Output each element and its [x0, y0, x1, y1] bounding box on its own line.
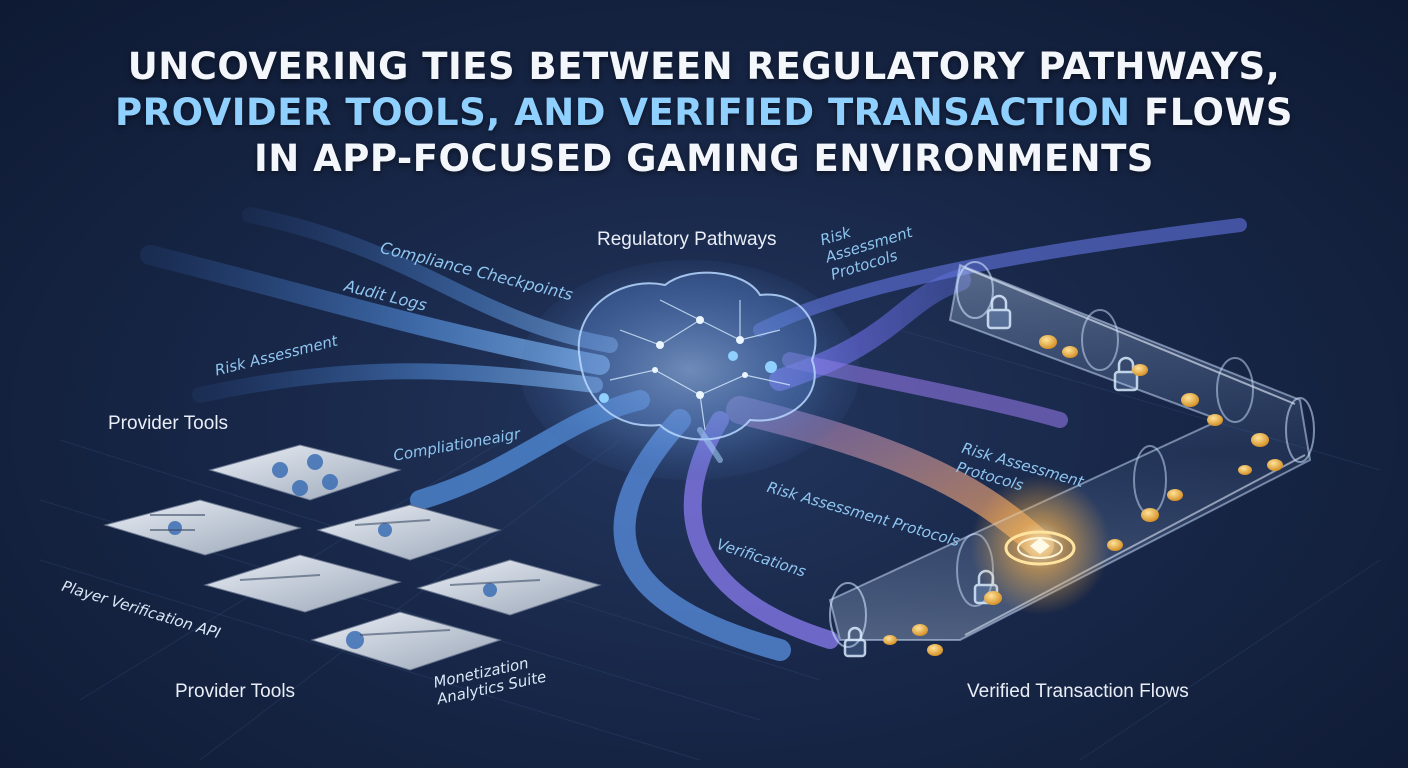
label-regulatory-pathways: Regulatory Pathways: [597, 229, 777, 250]
tile-row-1: [103, 444, 602, 671]
tool-tile: [416, 559, 602, 616]
tool-tile: [208, 444, 402, 501]
tile-text-lines: [150, 514, 541, 636]
verification-hub-glow: [970, 475, 1110, 615]
tool-tile: [316, 504, 502, 561]
brain-network-icon: [520, 260, 860, 480]
tool-tile: [310, 611, 502, 671]
label-provider-tools-bottom: Provider Tools: [175, 681, 296, 702]
page-title: UNCOVERING TIES BETWEEN REGULATORY PATHW…: [0, 44, 1408, 182]
label-verified-transaction-flows: Verified Transaction Flows: [967, 681, 1189, 702]
tool-tile: [103, 499, 302, 556]
transaction-tube: [828, 261, 1315, 648]
title-line-2-rest: FLOWS: [1130, 91, 1293, 134]
title-line-1: UNCOVERING TIES BETWEEN REGULATORY PATHW…: [127, 45, 1281, 88]
label-provider-tools-top: Provider Tools: [108, 413, 229, 434]
title-line-2-accent: PROVIDER TOOLS, AND VERIFIED TRANSACTION: [115, 91, 1131, 134]
coin-icon: [883, 335, 1283, 656]
title-line-3: IN APP-FOCUSED GAMING ENVIRONMENTS: [254, 137, 1154, 180]
tool-tile: [203, 554, 402, 613]
provider-tool-tiles: [103, 444, 602, 671]
shield-icon: [168, 454, 497, 649]
title-line-2: PROVIDER TOOLS, AND VERIFIED TRANSACTION…: [0, 90, 1408, 136]
